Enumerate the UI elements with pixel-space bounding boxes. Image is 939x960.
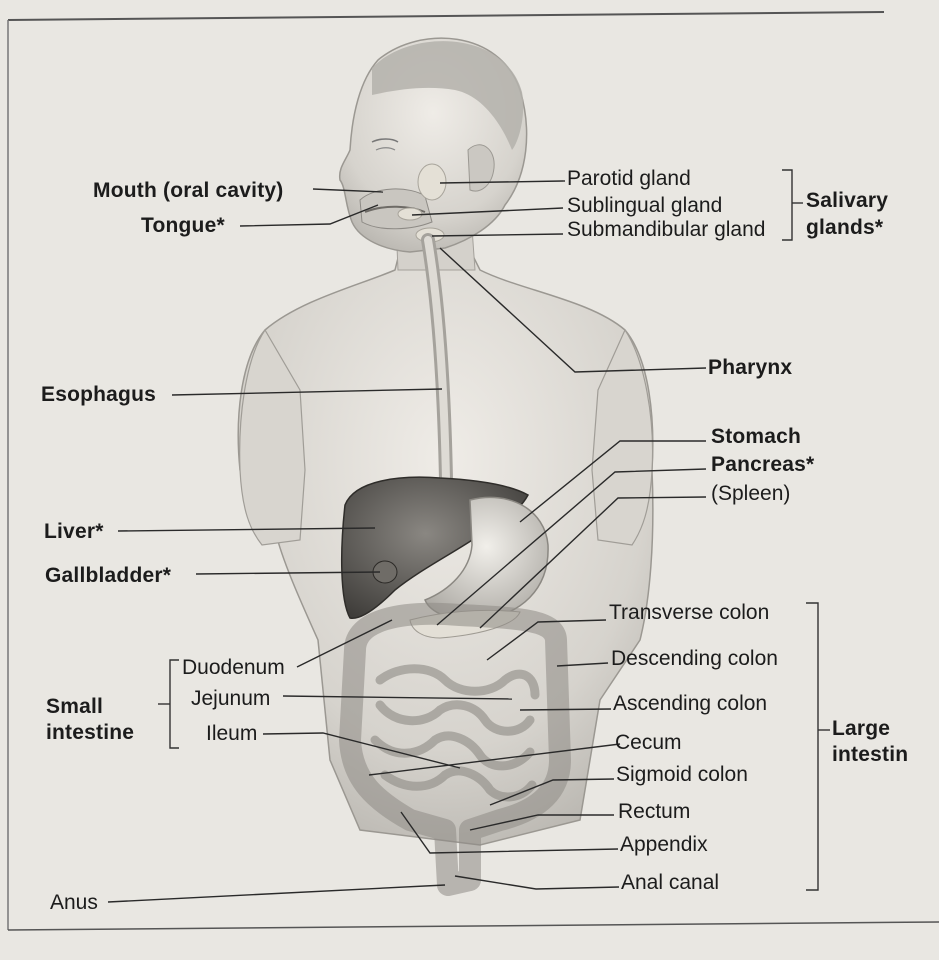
large-intestine-shape [339, 602, 571, 896]
leader-lines [107, 180, 707, 903]
label-descending-colon: Descending colon [611, 647, 778, 670]
label-sigmoid-colon: Sigmoid colon [616, 763, 748, 786]
label-salivary-line1: Salivary [806, 189, 889, 212]
label-duodenum: Duodenum [182, 656, 285, 679]
label-salivary-line2: glands* [806, 216, 884, 239]
label-submandibular-gland: Submandibular gland [567, 218, 766, 241]
label-stomach: Stomach [711, 425, 802, 448]
label-pancreas: Pancreas* [711, 453, 815, 476]
label-ascending-colon: Ascending colon [613, 692, 768, 715]
label-small-intestine-line1: Small [46, 695, 104, 718]
label-spleen: (Spleen) [711, 482, 791, 505]
label-sublingual-gland: Sublingual gland [567, 194, 723, 217]
label-gallbladder: Gallbladder* [45, 564, 172, 587]
page-border [7, 921, 939, 931]
label-cecum: Cecum [615, 731, 682, 754]
label-tongue: Tongue* [141, 214, 225, 237]
label-esophagus: Esophagus [41, 383, 156, 406]
group-brackets [158, 169, 830, 891]
label-rectum: Rectum [618, 800, 691, 823]
label-large-intestine-line2: intestin [832, 743, 909, 766]
label-pharynx: Pharynx [708, 356, 793, 379]
label-liver: Liver* [44, 520, 104, 543]
page-border [7, 11, 885, 21]
label-anus: Anus [50, 891, 98, 914]
label-small-intestine-line2: intestine [46, 721, 135, 744]
label-large-intestine-line1: Large [832, 717, 891, 740]
label-jejunum: Jejunum [191, 687, 271, 710]
label-appendix: Appendix [620, 833, 708, 856]
label-parotid-gland: Parotid gland [567, 167, 691, 190]
esophagus-tube [424, 236, 450, 484]
label-ileum: Ileum [206, 722, 258, 745]
label-anal-canal: Anal canal [621, 871, 720, 894]
label-mouth: Mouth (oral cavity) [93, 179, 284, 202]
label-transverse-colon: Transverse colon [609, 601, 770, 624]
